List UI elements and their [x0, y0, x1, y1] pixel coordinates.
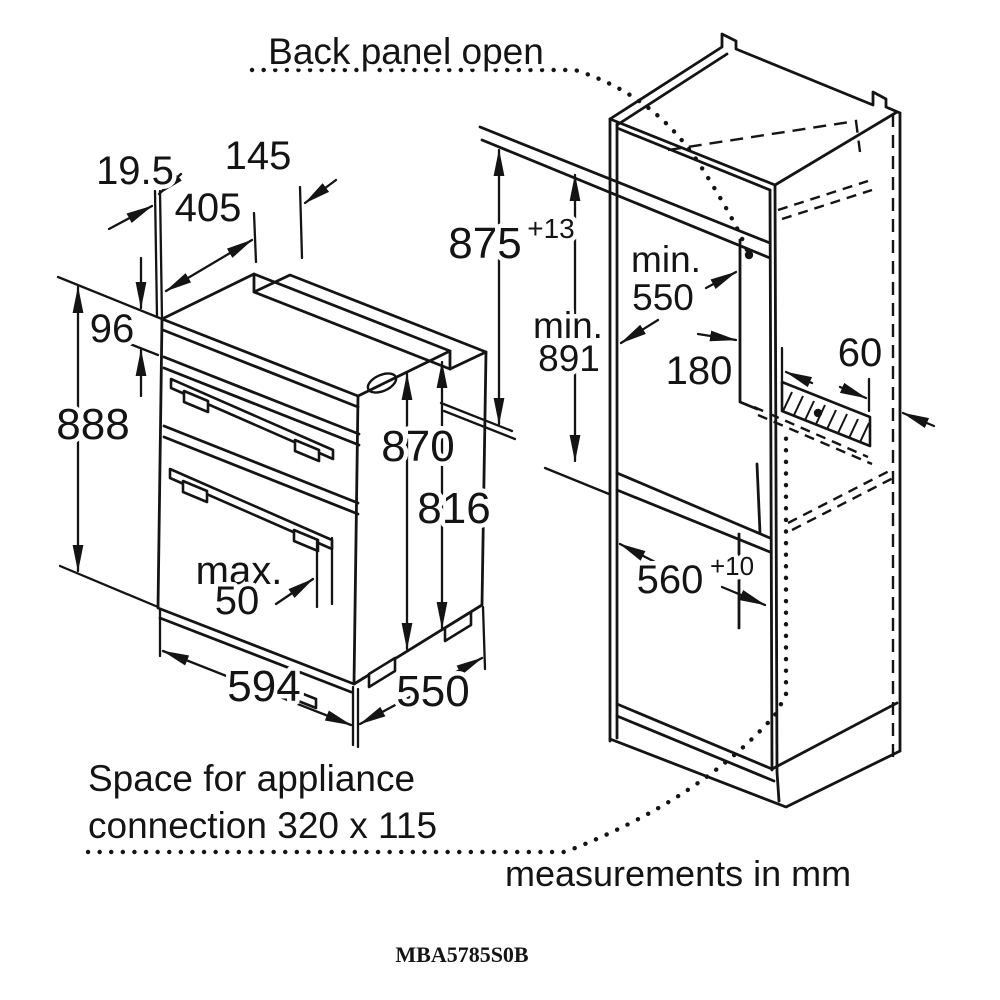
dim-19-5-label: 19.5 — [96, 149, 174, 193]
dim-max-label: max. — [196, 549, 283, 593]
dim-875-tolerance: +13 — [527, 213, 575, 244]
dim-60-label: 60 — [838, 331, 883, 375]
dim-594-label: 594 — [227, 662, 300, 711]
connection-note-line2: connection 320 x 115 — [88, 805, 437, 846]
dim-560-label: 560 — [637, 558, 704, 602]
dim-145-label: 145 — [225, 134, 292, 178]
dim-min550-value-label: 550 — [632, 277, 694, 318]
dim-888-label: 888 — [56, 400, 129, 449]
dim-550-label: 550 — [396, 667, 469, 716]
oven-dimension-lines — [56, 172, 487, 749]
back-panel-note: Back panel open — [268, 31, 544, 72]
dim-50-label: 50 — [215, 579, 260, 623]
dim-816-label: 816 — [417, 484, 490, 533]
units-note: measurements in mm — [505, 853, 851, 894]
dim-875-label: 875 — [448, 219, 521, 268]
dim-min550-min-label: min. — [631, 239, 701, 280]
oven-handle-upper — [169, 377, 335, 463]
dim-min891-value-label: 891 — [538, 338, 600, 379]
dim-405-label: 405 — [175, 186, 242, 230]
vent-cutout — [780, 380, 872, 448]
dim-min891-min-label: min. — [533, 305, 603, 346]
dim-180-label: 180 — [666, 349, 733, 393]
grip-recess-icon — [366, 372, 398, 394]
connection-note-line1: Space for appliance — [88, 758, 415, 799]
vent-marker-dot — [813, 408, 823, 418]
back-panel-dashed-lines — [667, 114, 898, 760]
dim-96-label: 96 — [90, 307, 135, 351]
labels: Back panel open 19.5 145 405 96 888 870 … — [52, 27, 887, 968]
oven-handle-lower — [168, 467, 334, 553]
fixing-point-dot — [744, 250, 754, 260]
dim-560-tolerance: +10 — [710, 551, 754, 581]
cabinet-dimension-lines — [439, 148, 936, 607]
cabinet-structure — [478, 32, 902, 809]
model-code: MBA5785S0B — [395, 942, 529, 967]
dim-870-label: 870 — [381, 422, 454, 471]
oven-body — [156, 272, 488, 694]
